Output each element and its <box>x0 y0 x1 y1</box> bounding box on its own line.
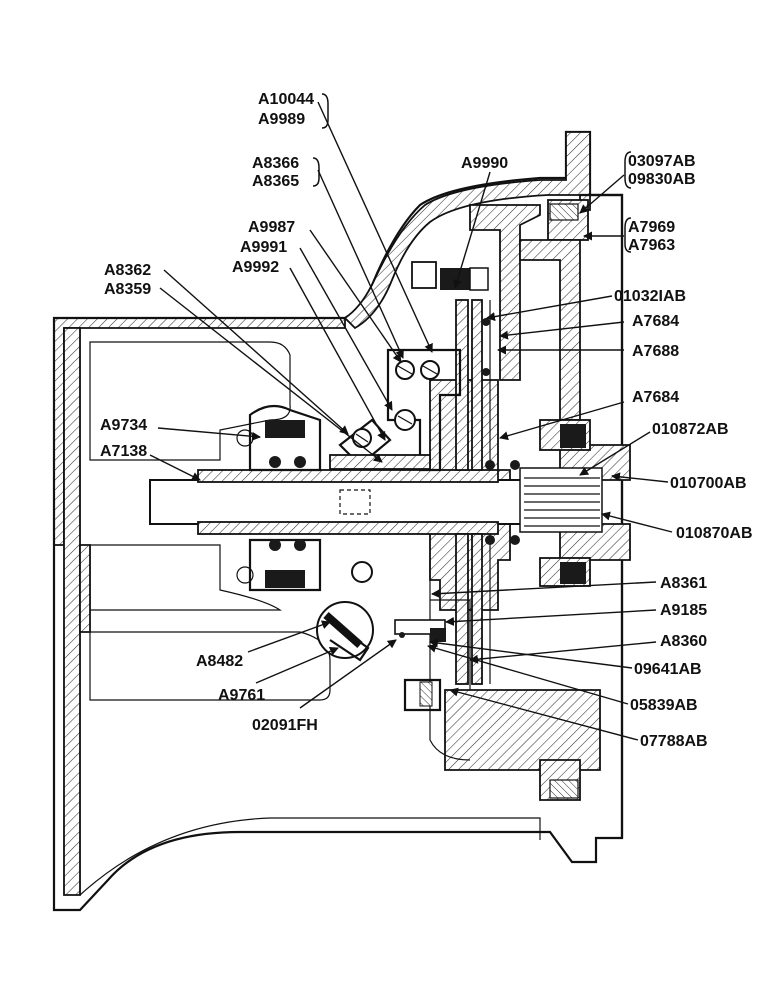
label-a9989: A9989 <box>258 111 305 128</box>
label-09830ab: 09830AB <box>628 171 696 188</box>
label-05839ab: 05839AB <box>630 697 698 714</box>
label-a9761: A9761 <box>218 687 265 704</box>
lower-inner-parts <box>394 599 471 712</box>
label-a7138: A7138 <box>100 443 147 460</box>
label-a9990: A9990 <box>461 155 508 172</box>
label-010872ab: 010872AB <box>652 421 729 438</box>
label-a9987: A9987 <box>248 219 295 236</box>
clutch-plates <box>455 299 520 685</box>
label-09641ab: 09641AB <box>634 661 702 678</box>
label-a8359: A8359 <box>104 281 151 298</box>
lower-shift-shaft <box>316 561 374 662</box>
label-a10044: A10044 <box>258 91 314 108</box>
label-a7963: A7963 <box>628 237 675 254</box>
label-a8482: A8482 <box>196 653 243 670</box>
label-a8365: A8365 <box>252 173 299 190</box>
label-a8366: A8366 <box>252 155 299 172</box>
top-bolt <box>411 261 489 291</box>
label-a9992: A9992 <box>232 259 279 276</box>
label-a8362: A8362 <box>104 262 151 279</box>
spline-lines <box>524 477 600 527</box>
label-a8360: A8360 <box>660 633 707 650</box>
splined-hub <box>519 419 631 587</box>
label-a7688: A7688 <box>632 343 679 360</box>
label-03097ab: 03097AB <box>628 153 696 170</box>
label-a9991: A9991 <box>240 239 287 256</box>
label-a7969: A7969 <box>628 219 675 236</box>
part-labels: A10044 A9989 A8366 A8365 A9990 03097AB 0… <box>100 91 753 750</box>
front-bearings <box>236 404 322 592</box>
label-02091fh: 02091FH <box>252 717 318 734</box>
label-a7684-mid: A7684 <box>632 389 679 406</box>
label-a8361: A8361 <box>660 575 707 592</box>
release-lever-assembly <box>329 348 462 472</box>
label-01032iab: 01032IAB <box>614 288 686 305</box>
label-010870ab: 010870AB <box>676 525 753 542</box>
label-a9734: A9734 <box>100 417 147 434</box>
label-a9185: A9185 <box>660 602 707 619</box>
label-a7684-top: A7684 <box>632 313 679 330</box>
main-shaft <box>149 469 581 535</box>
leader-lines <box>149 101 673 741</box>
label-010700ab: 010700AB <box>670 475 747 492</box>
label-07788ab: 07788AB <box>640 733 708 750</box>
brackets <box>312 93 632 253</box>
